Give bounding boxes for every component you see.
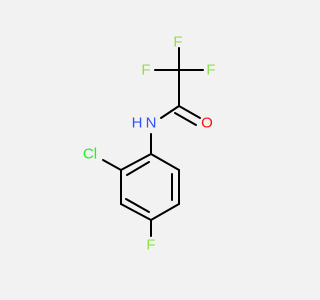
ring-bond-6 [120,153,152,171]
ring-inner-double-3 [126,161,150,176]
bond-ring-chlorine [102,159,122,171]
atom-chlorine: Cl [83,146,97,163]
atom-fluorine-right: F [206,62,215,79]
ring-inner-double-2 [125,198,150,213]
atom-fluorine-para: F [146,237,155,254]
bond-carbonyl-oxygen-2 [174,112,197,126]
ring-bond-3 [150,203,180,221]
atom-hydrogen: H [132,115,143,132]
molecule-diagram: F F F O N H Cl F [82,33,216,254]
atom-nitrogen: N [146,115,157,132]
bond-carbonyl-oxygen-1 [178,105,201,119]
ring-bond-1 [150,153,180,171]
bond-carbonyl-nitrogen [160,105,180,119]
atom-oxygen: O [201,115,213,132]
atom-fluorine-left: F [141,62,150,79]
atom-fluorine-top: F [173,34,182,51]
ring-bond-4 [120,203,152,221]
